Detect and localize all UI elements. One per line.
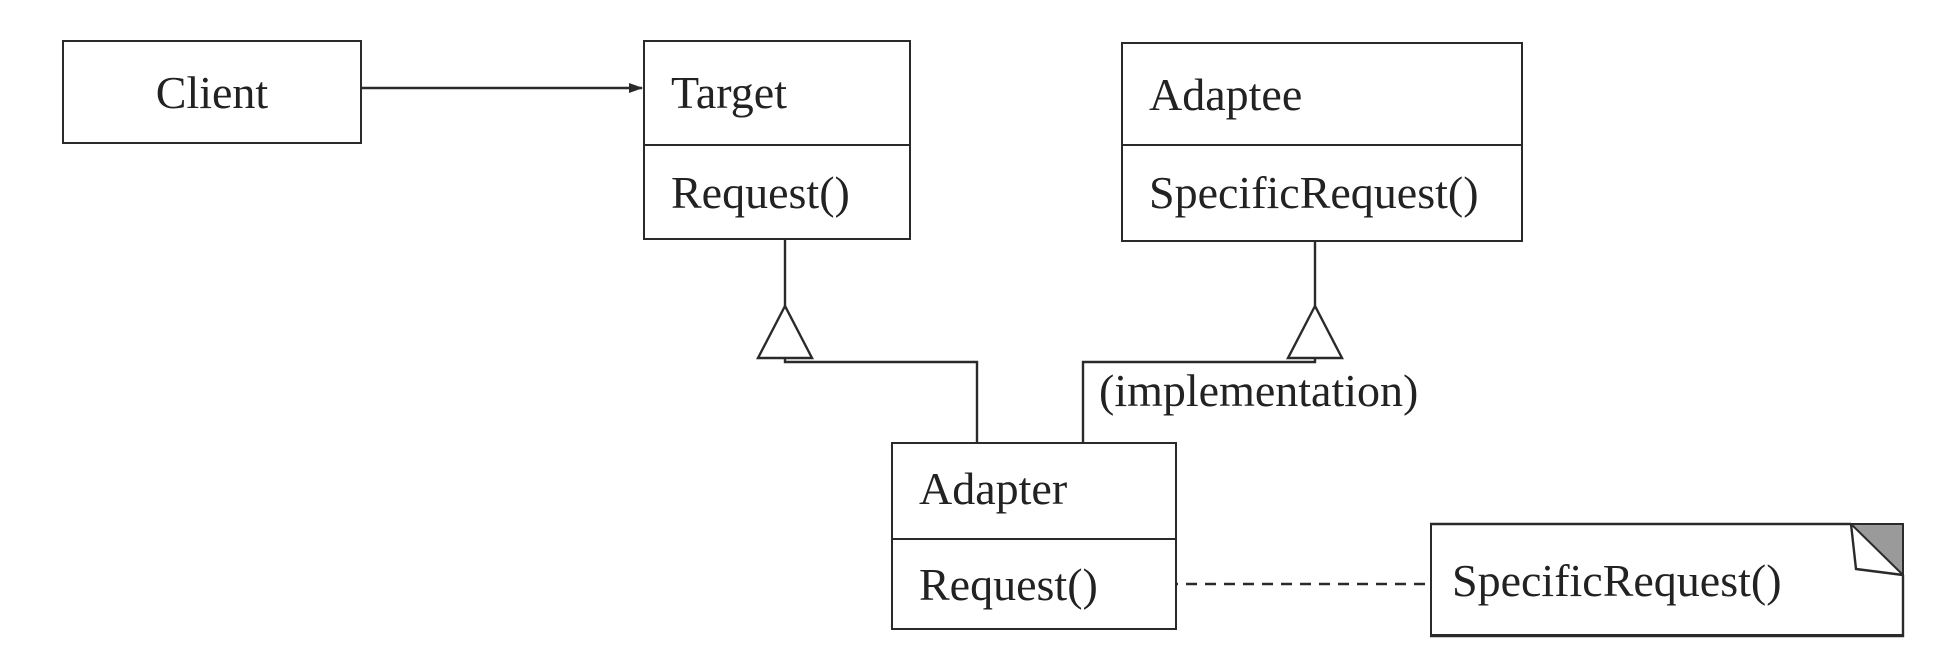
adapter-operation-request: Request() [919,559,1098,610]
target-class-divider [645,144,909,146]
target-inheritance-triangle [756,303,814,360]
target-operation-request: Request() [671,167,850,218]
target-class: Target Request() [643,40,911,240]
target-class-header: Target [645,42,909,146]
adapter-class-name: Adapter [919,463,1068,514]
adaptee-class-divider [1123,144,1521,146]
target-class-name: Target [671,67,787,118]
adaptee-class-name: Adaptee [1149,69,1303,120]
adaptee-class-header: Adaptee [1123,44,1521,146]
adapter-class: Adapter Request() [891,442,1177,630]
client-class: Client [62,40,362,144]
note-dog-ear-edge [1849,523,1904,577]
adaptee-class: Adaptee SpecificRequest() [1121,42,1523,242]
adapter-target-inheritance-line [783,358,979,446]
note-text: SpecificRequest() [1452,555,1782,606]
adapter-class-operations: Request() [893,540,1175,628]
adaptee-class-operations: SpecificRequest() [1123,146,1521,240]
adapter-class-divider [893,538,1175,540]
implementation-note: SpecificRequest() [1430,524,1904,636]
adapter-adaptee-inheritance-line [1081,358,1317,446]
note-dog-ear-fold [1848,523,1904,578]
implementation-label: (implementation) [1099,365,1419,416]
client-class-name: Client [155,67,269,118]
target-class-operations: Request() [645,146,909,238]
adaptee-inheritance-triangle [1286,303,1344,360]
adapter-class-header: Adapter [893,444,1175,540]
adaptee-operation-specific-request: SpecificRequest() [1149,167,1479,218]
